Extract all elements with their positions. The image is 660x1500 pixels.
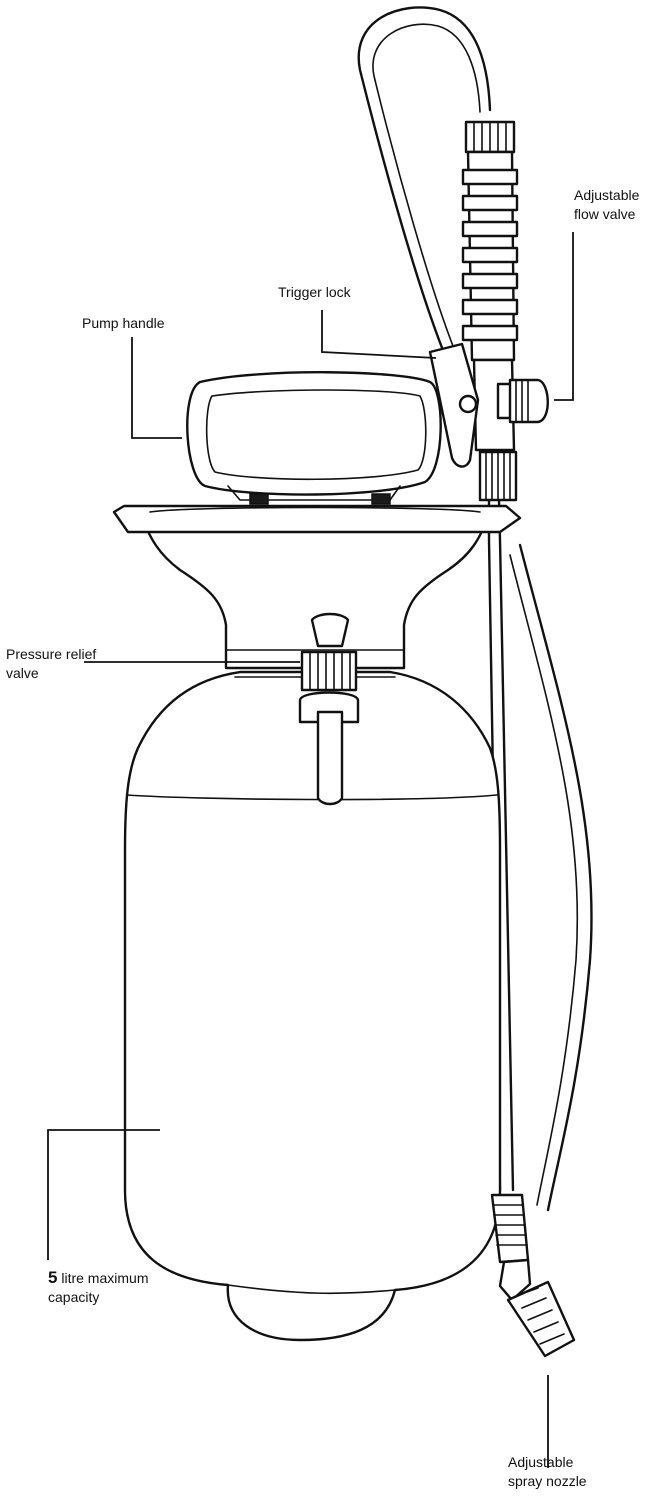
label-trigger-lock: Trigger lock (278, 283, 351, 302)
pump-handle-line1: Pump handle (82, 315, 165, 331)
capacity-line2: capacity (48, 1289, 100, 1305)
leader-lines (47, 232, 574, 1468)
tank (123, 670, 502, 1342)
flow-valve-line2: flow valve (574, 206, 636, 222)
label-pump-handle: Pump handle (82, 314, 165, 333)
capacity-line1: 5 litre maximum (48, 1268, 148, 1288)
flow-valve-knob (496, 378, 549, 424)
label-adjustable-flow-valve: Adjustable flow valve (574, 186, 639, 224)
spray-nozzle-line1: Adjustable (508, 1454, 574, 1470)
spray-nozzle-line2: spray nozzle (508, 1473, 587, 1489)
hose (357, 6, 593, 1212)
label-capacity: 5 litre maximum capacity (48, 1268, 148, 1307)
grip-ribs (461, 168, 519, 342)
pump-handle (186, 371, 442, 505)
relief-valve-line2: valve (6, 665, 39, 681)
trigger-lever (428, 342, 480, 468)
flow-valve-line1: Adjustable (574, 187, 640, 203)
label-adjustable-spray-nozzle: Adjustable spray nozzle (508, 1453, 587, 1491)
tank-neck (112, 504, 522, 678)
relief-valve-line1: Pressure relief (6, 646, 97, 662)
capacity-line1-rest: litre maximum (57, 1270, 149, 1286)
capacity-number: 5 (48, 1268, 58, 1287)
label-pressure-relief-valve: Pressure relief valve (6, 645, 96, 683)
spray-nozzle (490, 1193, 576, 1358)
pressure-relief-valve (298, 612, 360, 806)
trigger-lock-line1: Trigger lock (278, 284, 351, 300)
trigger-handle (461, 120, 519, 502)
